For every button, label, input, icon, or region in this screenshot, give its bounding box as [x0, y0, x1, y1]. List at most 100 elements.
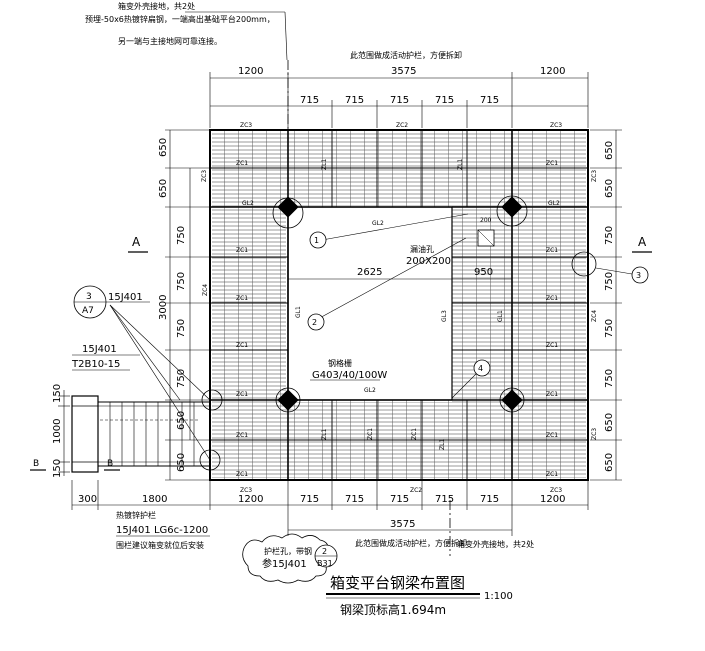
- lbl-gl1-b: GL1: [295, 306, 302, 318]
- dim-left-3: 750: [176, 226, 187, 245]
- lbl-zc1-k: ZC1: [236, 432, 248, 439]
- hole-label: 护栏孔，带钢: [264, 546, 312, 556]
- callout-circle-3: 3: [571, 251, 649, 284]
- lbl-zl1-a: ZL1: [321, 159, 328, 170]
- lbl-zc3-left: ZC3: [201, 170, 208, 182]
- stair-dims: [58, 390, 70, 476]
- title-scale: 1:100: [484, 591, 513, 602]
- dim-right-6: 750: [604, 369, 615, 388]
- dim-top-sub-4: 715: [435, 95, 454, 106]
- lbl-gl2-c: GL2: [548, 200, 560, 207]
- dim-bot-715-2: 715: [345, 494, 364, 505]
- lbl-zc1-o: ZC1: [367, 428, 374, 440]
- dim-stair-2: 1000: [52, 419, 63, 444]
- dim-top-sub-5: 715: [480, 95, 499, 106]
- stair-ref: 15J401 T2B10-15: [71, 344, 140, 371]
- lbl-zc1-g: ZC1: [236, 342, 248, 349]
- stair-plan: [71, 395, 211, 473]
- dim-bot-715-3: 715: [390, 494, 409, 505]
- hole-ref: 参15J401: [262, 557, 307, 570]
- note-ground-2: 预埋-50x6热镀锌扁钢，一端高出基础平台200mm，: [85, 14, 275, 24]
- svg-text:2: 2: [322, 547, 327, 556]
- lbl-gl3: GL3: [441, 310, 448, 322]
- lbl-zc1-m: ZC1: [236, 471, 248, 478]
- section-a-right: A: [638, 235, 647, 249]
- platform-plan: [209, 129, 589, 481]
- dim-bot-715-5: 715: [480, 494, 499, 505]
- dim-stair-1: 150: [52, 384, 63, 403]
- dim-left-5: 750: [176, 319, 187, 338]
- svg-text:4: 4: [478, 364, 483, 373]
- dim-stair-3: 150: [52, 459, 63, 478]
- dim-top-3: 1200: [540, 66, 565, 77]
- lbl-zc1-a: ZC1: [236, 160, 248, 167]
- svg-text:1: 1: [314, 236, 319, 245]
- lbl-zl1-d: ZL1: [439, 439, 446, 450]
- lbl-zc3-right-2: ZC3: [591, 428, 598, 440]
- dim-bot-715-1: 715: [300, 494, 319, 505]
- dim-right-2: 650: [604, 179, 615, 198]
- note-ground-1: 箱变外壳接地，共2处: [118, 1, 195, 11]
- dim-top-sub-3: 715: [390, 95, 409, 106]
- lbl-zc1-n: ZC1: [546, 471, 558, 478]
- note-ladder-ref: 15J401 LG6c-1200: [116, 525, 208, 536]
- callout-circle-1: 1: [309, 231, 327, 249]
- detail-marker-3-a7: 3 A7 15J401: [73, 285, 150, 319]
- right-dim-labels: 650 650 750 750 750 750 650 650: [604, 141, 615, 472]
- dim-bot-1200-b: 1200: [540, 494, 565, 505]
- lbl-zc1-p: ZC1: [411, 428, 418, 440]
- oil-hole-size: 200X200: [406, 256, 451, 267]
- callout-circle-4: 4: [473, 359, 491, 377]
- lbl-gl1-a: GL1: [497, 310, 504, 322]
- lbl-zc1-j: ZC1: [546, 391, 558, 398]
- dim-left-6: 750: [176, 369, 187, 388]
- dim-bot-300: 300: [78, 494, 97, 505]
- left-dim-labels: 650 650 750 750 750 750 650 650 3000: [158, 138, 187, 472]
- dim-bot-715-4: 715: [435, 494, 454, 505]
- lbl-zc3-top-r: ZC3: [550, 122, 562, 129]
- dim-left-2: 650: [158, 179, 169, 198]
- svg-text:15J401: 15J401: [82, 344, 117, 355]
- note-top-railing: 此范围做成活动护栏，方便拆卸: [350, 50, 462, 60]
- leader-lines: [109, 213, 481, 461]
- dim-right-4: 750: [604, 272, 615, 291]
- svg-text:3: 3: [636, 271, 641, 280]
- section-b-left: B: [33, 459, 39, 469]
- title-elevation: 钢梁顶标高1.694m: [340, 602, 446, 617]
- section-b-right: B: [107, 459, 113, 469]
- dim-right-8: 650: [604, 453, 615, 472]
- dim-top-sub-2: 715: [345, 95, 364, 106]
- right-dimensions: [590, 129, 622, 481]
- section-a-left: A: [132, 235, 141, 249]
- lbl-gl2-a: GL2: [242, 200, 254, 207]
- lbl-zc1-i: ZC1: [236, 391, 248, 398]
- dim-top-2: 3575: [391, 66, 416, 77]
- lbl-zc1-h: ZC1: [546, 342, 558, 349]
- dim-left-overall: 3000: [158, 295, 169, 320]
- lbl-zc1-e: ZC1: [236, 295, 248, 302]
- dim-bot-1800: 1800: [142, 494, 167, 505]
- lbl-zc1-l: ZC1: [546, 432, 558, 439]
- dim-left-7: 650: [176, 411, 187, 430]
- lbl-zc1-d: ZC1: [546, 247, 558, 254]
- dim-left-8: 650: [176, 453, 187, 472]
- lbl-zc1-c: ZC1: [236, 247, 248, 254]
- lbl-gl2-d: GL2: [364, 387, 376, 394]
- section-marks: [30, 60, 652, 556]
- svg-text:A7: A7: [82, 306, 94, 316]
- svg-text:2: 2: [312, 318, 317, 327]
- lbl-zc2-bot: ZC2: [410, 487, 422, 494]
- dim-top-1: 1200: [238, 66, 263, 77]
- dim-opening-950: 950: [474, 267, 493, 278]
- lbl-zl1-c: ZL1: [321, 429, 328, 440]
- svg-text:3: 3: [86, 292, 92, 302]
- note-bottom-ground: 箱变外壳接地，共2处: [457, 539, 534, 549]
- lbl-zc1-f: ZC1: [546, 295, 558, 302]
- dim-right-7: 650: [604, 413, 615, 432]
- title-main: 箱变平台钢梁布置图: [330, 574, 465, 592]
- svg-text:B31: B31: [317, 559, 333, 568]
- dim-opening-2625: 2625: [357, 267, 382, 278]
- dim-bot-3575: 3575: [390, 519, 415, 530]
- lbl-zc1-b: ZC1: [546, 160, 558, 167]
